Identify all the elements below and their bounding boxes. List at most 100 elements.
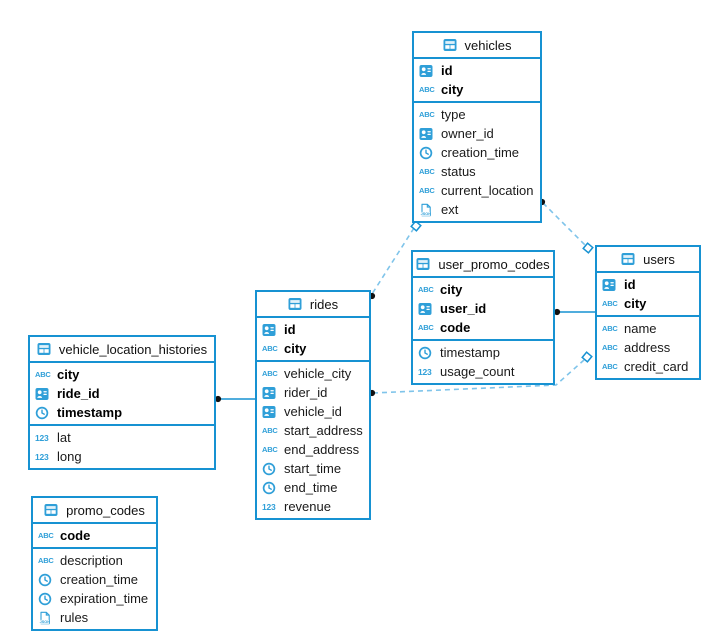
- field-row-vehicles-id[interactable]: id: [414, 61, 540, 80]
- person-badge-icon: [262, 405, 279, 419]
- field-label: credit_card: [624, 359, 689, 374]
- field-row-vehicle_location_histories-ride_id[interactable]: ride_id: [30, 384, 214, 403]
- abc-text-type-icon: ABC: [419, 166, 435, 176]
- field-label: name: [624, 321, 657, 336]
- table-header-vehicle_location_histories[interactable]: vehicle_location_histories: [30, 337, 214, 363]
- field-row-promo_codes-description[interactable]: ABC description: [33, 551, 156, 570]
- table-title: vehicles: [464, 37, 512, 53]
- abc-text-type-icon: ABC: [602, 361, 618, 371]
- field-label: city: [440, 282, 463, 297]
- field-label: id: [624, 277, 636, 292]
- field-label: timestamp: [440, 345, 500, 360]
- field-label: user_id: [440, 301, 487, 316]
- table-title: vehicle_location_histories: [58, 341, 208, 357]
- relationship-vehicles-to-rides[interactable]: [371, 227, 415, 295]
- field-row-users-id[interactable]: id: [597, 275, 699, 294]
- field-row-rides-end_time[interactable]: end_time: [257, 478, 369, 497]
- table-header-promo_codes[interactable]: promo_codes: [33, 498, 156, 524]
- abc-text-type-icon: ABC: [419, 109, 435, 119]
- numeric-123-icon: 123: [418, 366, 432, 377]
- person-badge-icon: [418, 302, 435, 316]
- table-title: rides: [309, 296, 339, 312]
- abc-text-type-icon: ABC: [38, 555, 54, 565]
- field-row-rides-vehicle_id[interactable]: vehicle_id: [257, 402, 369, 421]
- abc-text-type-icon: ABC: [419, 185, 435, 195]
- field-label: description: [60, 553, 123, 568]
- field-label: id: [284, 322, 296, 337]
- clock-icon: [262, 462, 279, 476]
- table-icon: [416, 257, 433, 271]
- field-row-vehicle_location_histories-timestamp[interactable]: timestamp: [30, 403, 214, 422]
- field-row-promo_codes-expiration_time[interactable]: expiration_time: [33, 589, 156, 608]
- field-label: city: [57, 367, 80, 382]
- field-row-vehicles-owner_id[interactable]: owner_id: [414, 124, 540, 143]
- field-label: rules: [60, 610, 89, 625]
- field-label: end_time: [284, 480, 338, 495]
- table-header-vehicles[interactable]: vehicles: [414, 33, 540, 59]
- table-icon: [288, 297, 305, 311]
- field-label: vehicle_city: [284, 366, 352, 381]
- columns-section: ABC description creation_time expiration_ti…: [33, 547, 156, 629]
- field-row-promo_codes-creation_time[interactable]: creation_time: [33, 570, 156, 589]
- person-badge-icon: [35, 387, 52, 401]
- field-row-user_promo_codes-user_id[interactable]: user_id: [413, 299, 553, 318]
- abc-text-type-icon: ABC: [419, 84, 435, 94]
- field-row-vehicles-type[interactable]: ABC type: [414, 105, 540, 124]
- field-row-rides-start_time[interactable]: start_time: [257, 459, 369, 478]
- field-label: code: [60, 528, 91, 543]
- relationship-vehicles-to-users[interactable]: [542, 202, 587, 247]
- field-label: type: [441, 107, 466, 122]
- field-label: end_address: [284, 442, 360, 457]
- field-label: creation_time: [441, 145, 520, 160]
- person-badge-icon: [419, 64, 436, 78]
- field-row-users-credit_card[interactable]: ABC credit_card: [597, 357, 699, 376]
- field-row-rides-id[interactable]: id: [257, 320, 369, 339]
- field-row-user_promo_codes-timestamp[interactable]: timestamp: [413, 343, 553, 362]
- field-row-rides-rider_id[interactable]: rider_id: [257, 383, 369, 402]
- abc-text-type-icon: ABC: [602, 298, 618, 308]
- abc-text-type-icon: ABC: [418, 322, 434, 332]
- field-label: city: [284, 341, 307, 356]
- field-row-vehicles-creation_time[interactable]: creation_time: [414, 143, 540, 162]
- field-label: timestamp: [57, 405, 123, 420]
- field-label: ride_id: [57, 386, 100, 401]
- field-label: start_address: [284, 423, 363, 438]
- table-header-rides[interactable]: rides: [257, 292, 369, 318]
- table-header-users[interactable]: users: [597, 247, 699, 273]
- table-header-user_promo_codes[interactable]: user_promo_codes: [413, 252, 553, 278]
- field-label: vehicle_id: [284, 404, 342, 419]
- field-label: creation_time: [60, 572, 139, 587]
- table-icon: [44, 503, 61, 517]
- table-icon: [37, 342, 54, 356]
